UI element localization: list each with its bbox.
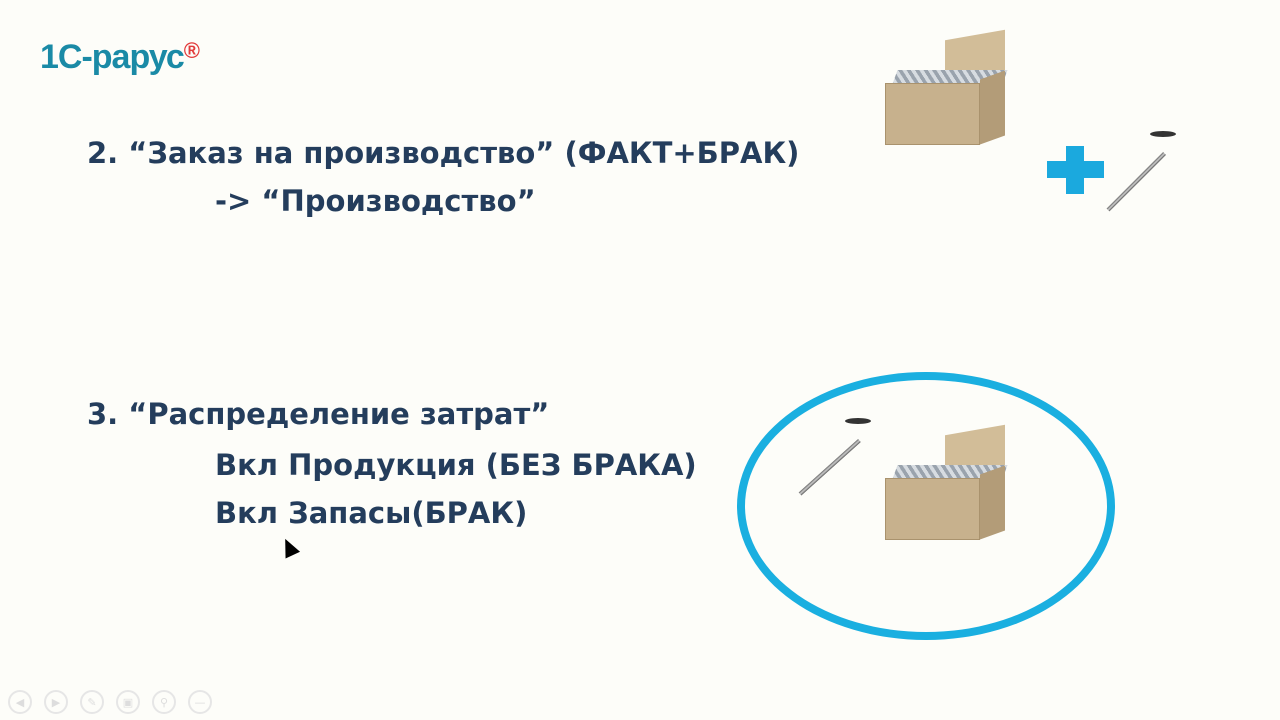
pen-icon[interactable]: ✎ (80, 690, 104, 714)
next-icon[interactable]: ▶ (44, 690, 68, 714)
slideshow-controls: ◀ ▶ ✎ ▣ ⚲ — (8, 690, 212, 714)
item2-title: 2. “Заказ на производство” (ФАКТ+БРАК) (87, 136, 800, 170)
highlight-ellipse (737, 372, 1115, 640)
slides-icon[interactable]: ▣ (116, 690, 140, 714)
plus-icon (1047, 146, 1104, 194)
box-of-nails-image-2 (885, 424, 1010, 545)
item2-subtitle: -> “Производство” (215, 184, 536, 218)
item3-products: Вкл Продукция (БЕЗ БРАКА) (215, 448, 697, 482)
zoom-icon[interactable]: ⚲ (152, 690, 176, 714)
item3-stock: Вкл Запасы(БРАК) (215, 496, 528, 530)
item3-title: 3. “Распределение затрат” (87, 397, 550, 431)
box-of-nails-image (885, 29, 1010, 150)
more-icon[interactable]: — (188, 690, 212, 714)
prev-icon[interactable]: ◀ (8, 690, 32, 714)
logo: 1С-рарус® (40, 38, 200, 76)
mouse-cursor (277, 535, 301, 559)
